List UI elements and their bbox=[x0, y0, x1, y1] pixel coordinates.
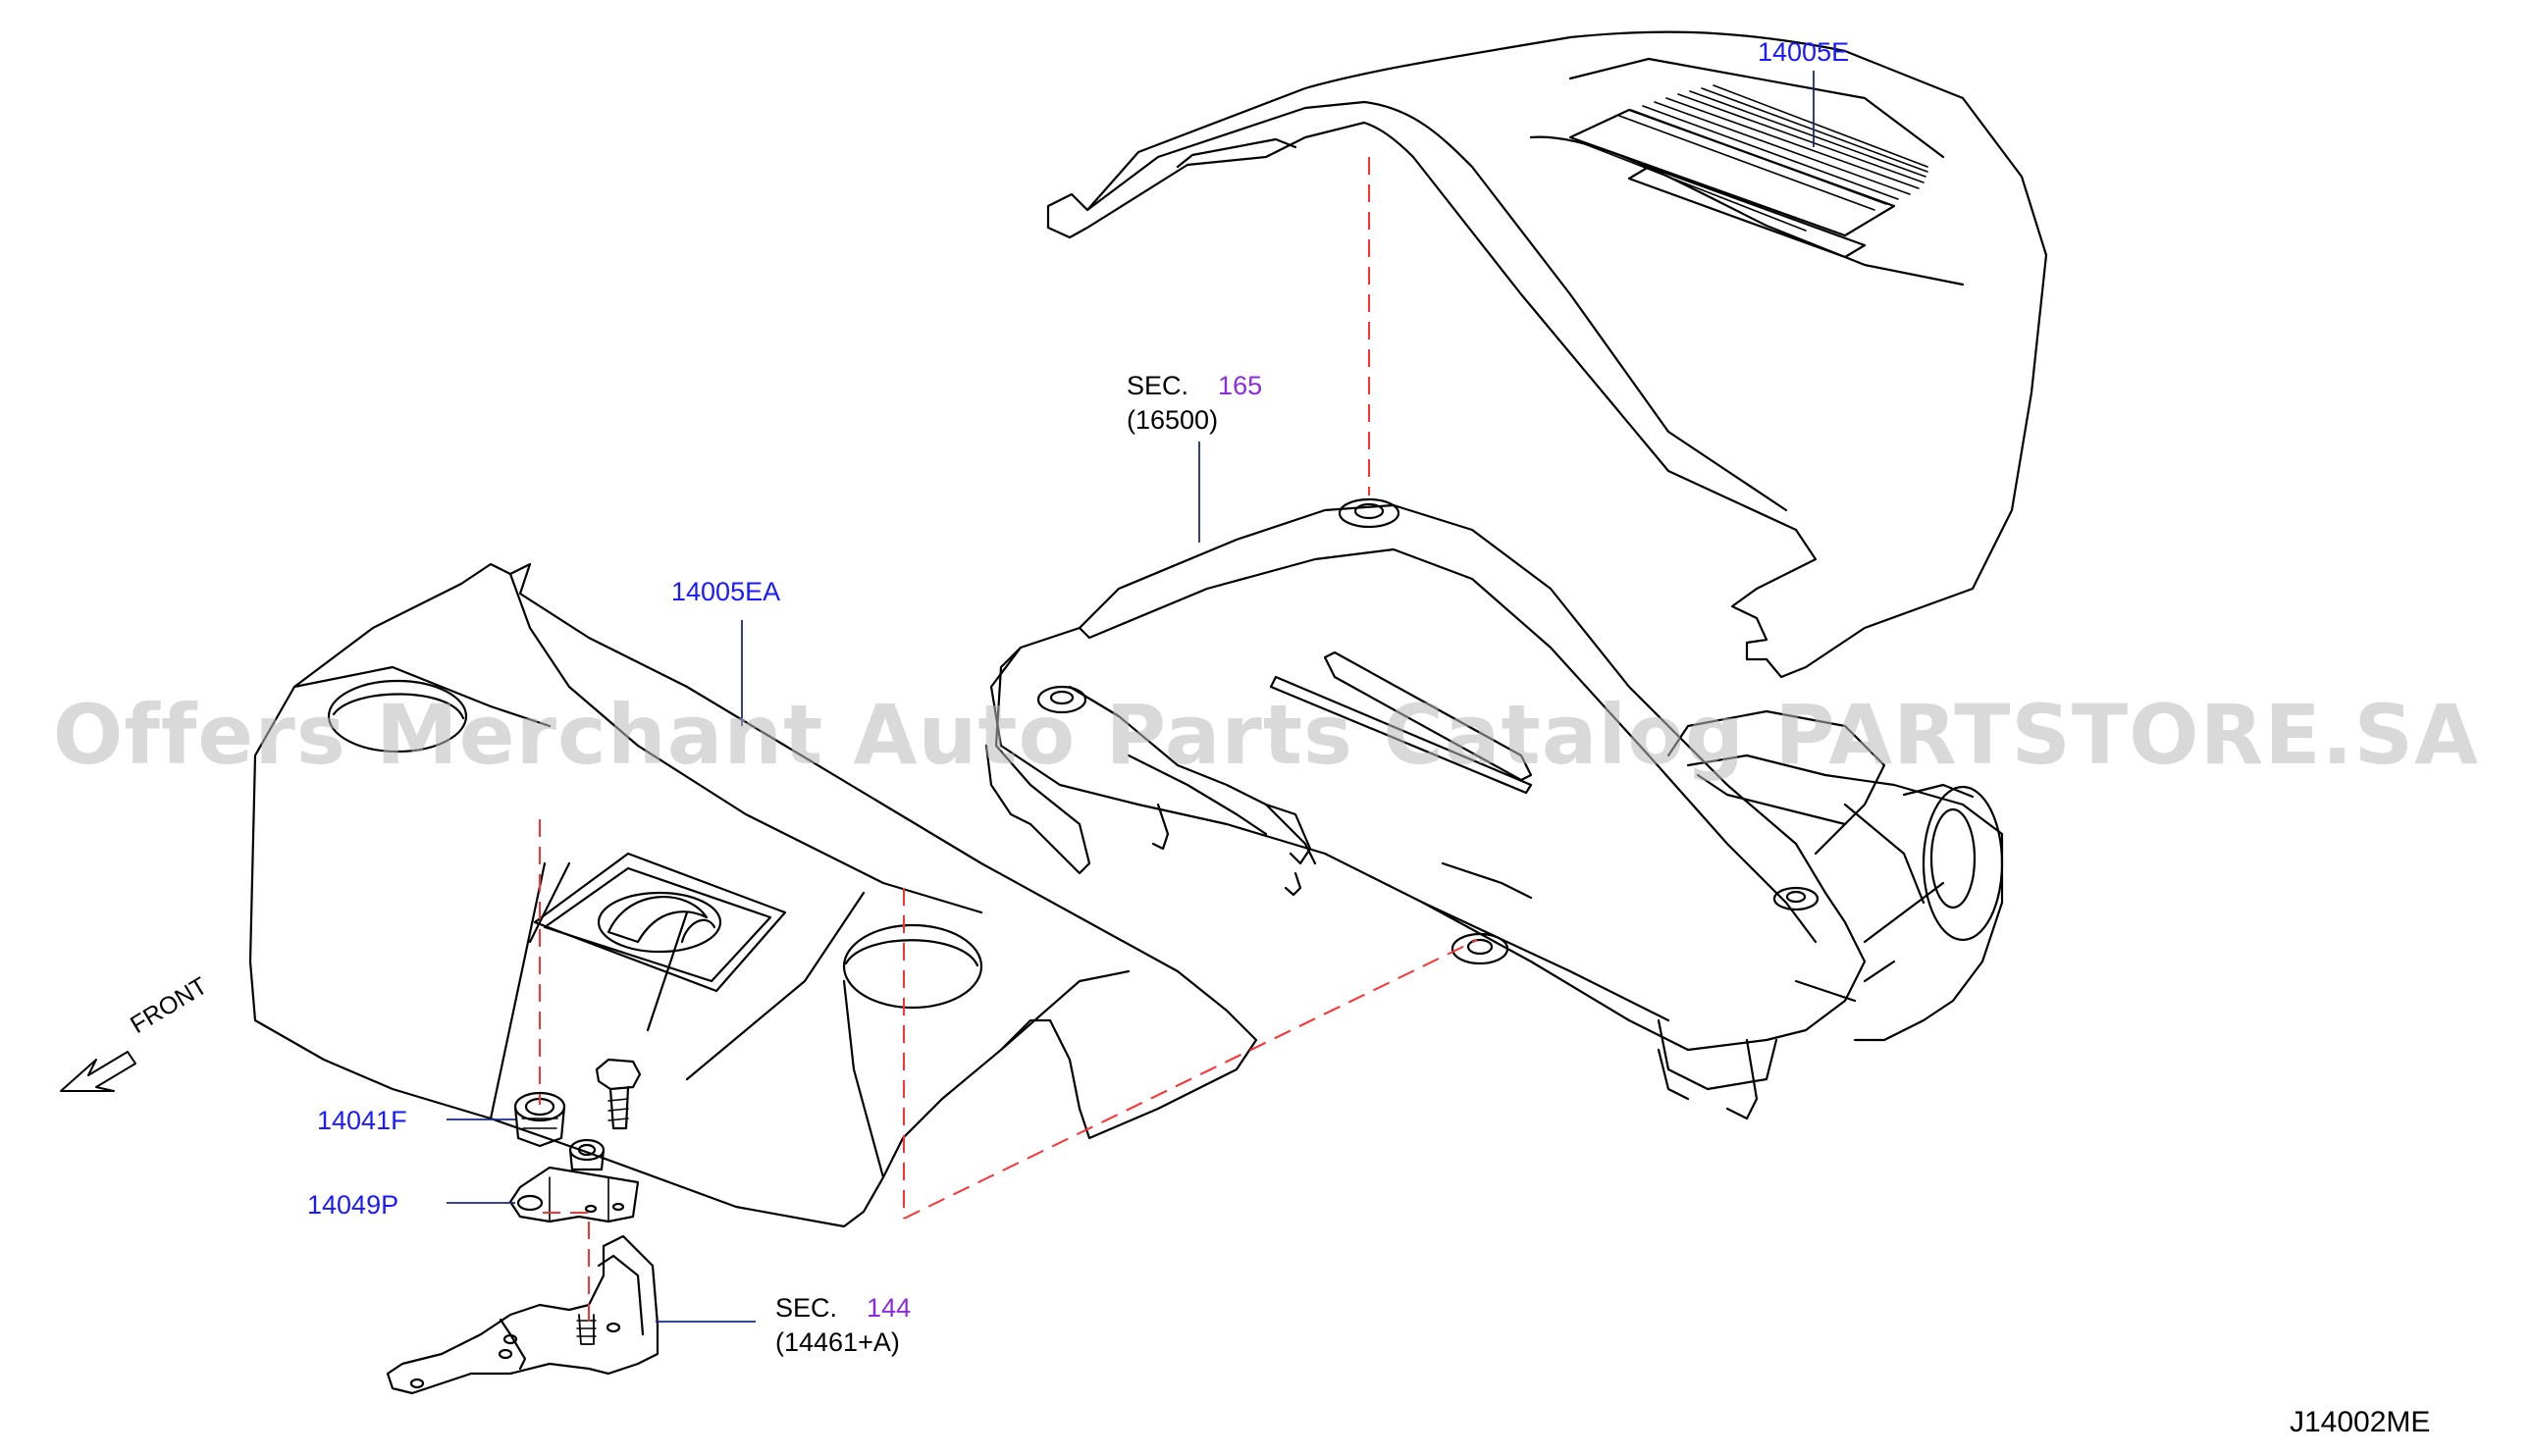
section-number: 165 bbox=[1218, 371, 1263, 400]
watermark: Offers Merchant Auto Parts Catalog PARTS… bbox=[52, 687, 2480, 783]
dashed-alignment-lines bbox=[539, 157, 1478, 1329]
section-number: 144 bbox=[867, 1293, 912, 1323]
section-prefix: SEC. bbox=[1127, 371, 1189, 400]
callout-14005E[interactable]: 14005E bbox=[1758, 37, 1850, 67]
section-165-part: (16500) bbox=[1127, 405, 1219, 435]
callout-14041F[interactable]: 14041F bbox=[317, 1106, 407, 1135]
diagram-code: J14002ME bbox=[2290, 1406, 2431, 1438]
air-cleaner-assembly bbox=[984, 497, 2004, 1120]
section-prefix: SEC. bbox=[775, 1293, 838, 1323]
leader-lines bbox=[447, 71, 1815, 1323]
section-144-part: (14461+A) bbox=[775, 1327, 900, 1357]
section-165-label[interactable]: SEC. 165 bbox=[1127, 371, 1262, 400]
fastener-parts bbox=[386, 1058, 659, 1395]
engine-cover-upper bbox=[1046, 30, 2048, 679]
section-144-label[interactable]: SEC. 144 bbox=[775, 1293, 911, 1323]
front-arrow-icon bbox=[60, 1051, 136, 1092]
callout-14005EA[interactable]: 14005EA bbox=[671, 577, 781, 606]
engine-cover-lower bbox=[248, 562, 1258, 1228]
callout-14049P[interactable]: 14049P bbox=[307, 1190, 399, 1220]
